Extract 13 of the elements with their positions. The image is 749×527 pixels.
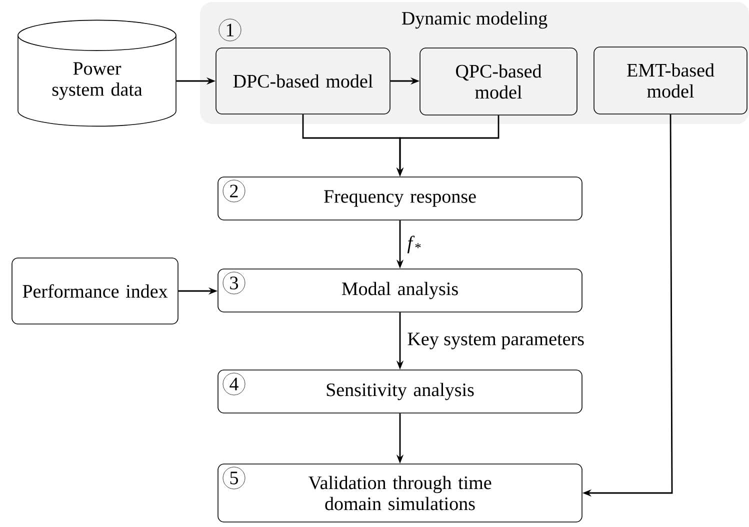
process-box: EMT-based model xyxy=(594,46,748,114)
process-box: Performance index xyxy=(12,258,178,324)
step-number: 4 xyxy=(222,372,246,396)
edge-label: Key system parameters xyxy=(408,332,584,350)
step-number: 5 xyxy=(222,466,246,490)
step-number: 3 xyxy=(222,272,246,294)
process-box: DPC-based model xyxy=(216,48,390,114)
step-number: 1 xyxy=(218,18,242,42)
process-box: QPC-based model xyxy=(420,48,578,116)
edge-label: f$_{*}$ xyxy=(407,236,421,254)
step-number: 2 xyxy=(222,180,246,202)
panel-title: Dynamic modeling xyxy=(402,11,548,29)
database-cylinder: Power system data xyxy=(18,20,176,127)
